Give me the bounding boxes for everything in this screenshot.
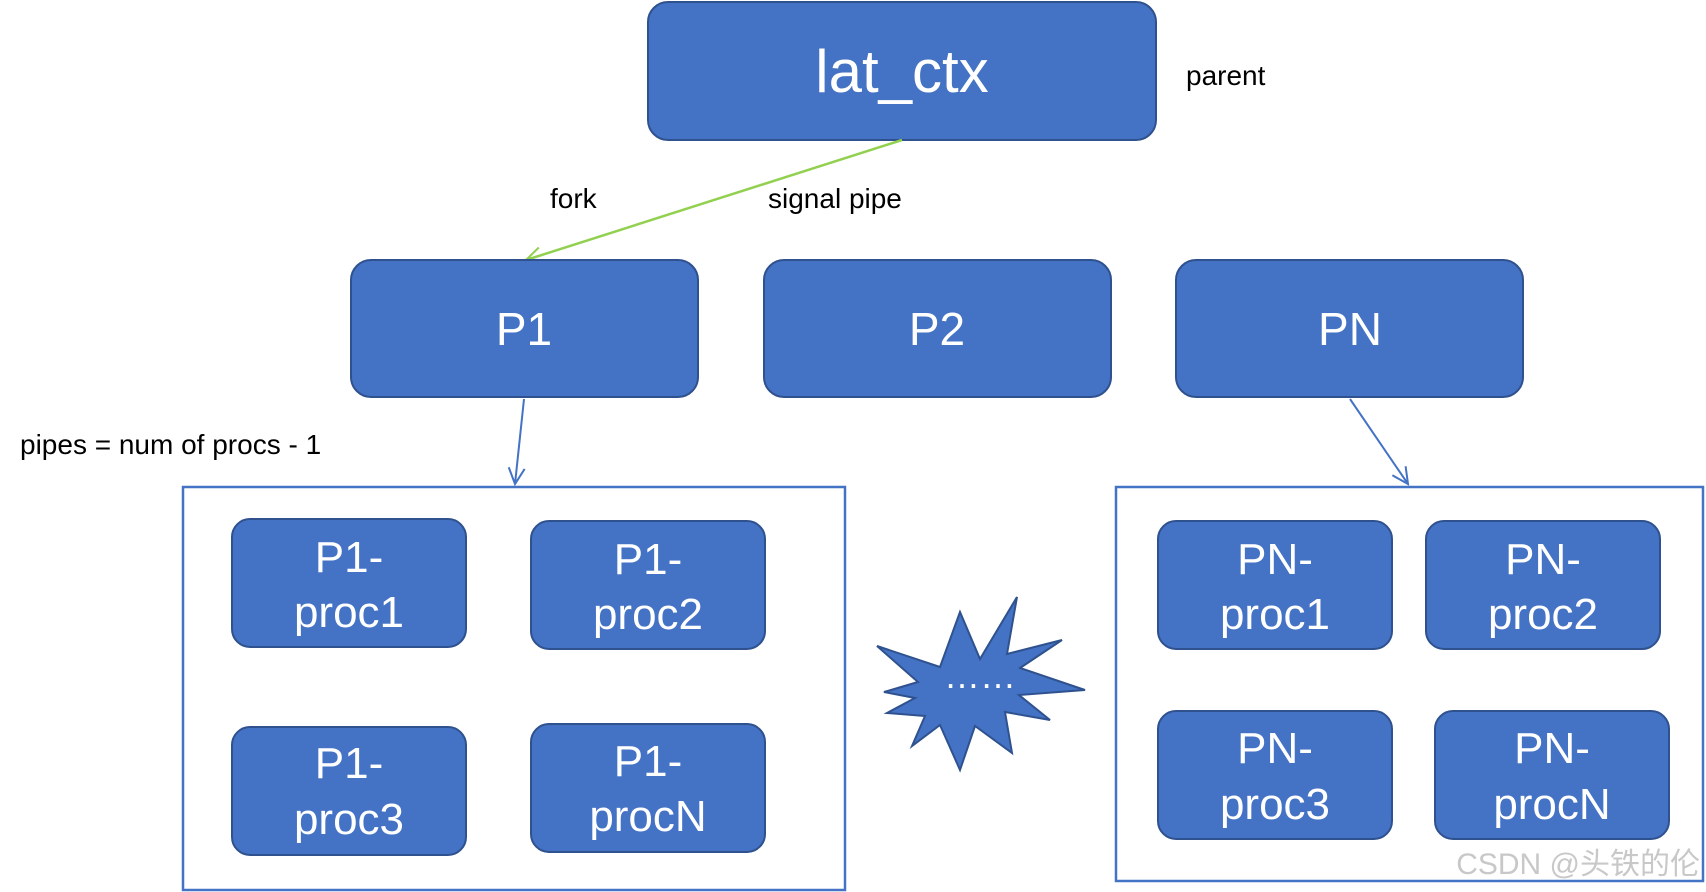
node-p1-proc3: P1- proc3 — [231, 726, 467, 856]
node-p2: P2 — [763, 259, 1112, 398]
p1-to-group-arrow — [515, 398, 524, 484]
node-p1-procN-line2: procN — [589, 792, 706, 841]
pipes-note-label: pipes = num of procs - 1 — [20, 429, 321, 460]
node-pn: PN — [1175, 259, 1524, 398]
node-pn-proc1-line1: PN- — [1237, 535, 1313, 584]
node-pn-proc2: PN- proc2 — [1425, 520, 1661, 650]
node-pn-procN: PN- procN — [1434, 710, 1670, 840]
node-p2-label: P2 — [909, 303, 965, 355]
node-p1-procN: P1- procN — [530, 723, 766, 853]
node-p1-proc1-line1: P1- — [315, 533, 383, 582]
p1-group-container — [181, 485, 847, 892]
node-pn-proc3-line2: proc3 — [1220, 780, 1330, 829]
pn-to-group-arrow — [1349, 398, 1408, 484]
node-p1: P1 — [350, 259, 699, 398]
fork-arrow — [526, 138, 903, 260]
node-pn-procN-line2: procN — [1493, 780, 1610, 829]
node-pn-procN-line1: PN- — [1514, 724, 1590, 773]
node-p1-proc2-line1: P1- — [614, 535, 682, 584]
node-p1-proc1: P1- proc1 — [231, 518, 467, 648]
pn-group-container — [1114, 485, 1705, 883]
node-p1-label: P1 — [496, 303, 552, 355]
node-pn-proc3-line1: PN- — [1237, 724, 1313, 773]
node-p1-proc3-line2: proc3 — [294, 795, 404, 844]
node-p1-procN-line1: P1- — [614, 737, 682, 786]
ellipsis-burst-icon: …… — [876, 596, 1086, 773]
parent-label: parent — [1186, 60, 1266, 91]
node-p1-proc1-line2: proc1 — [294, 588, 404, 637]
node-lat-ctx: lat_ctx — [647, 1, 1157, 141]
node-pn-proc2-line1: PN- — [1505, 535, 1581, 584]
node-pn-proc3: PN- proc3 — [1157, 710, 1393, 840]
burst-label: …… — [944, 655, 1016, 696]
node-p1-proc3-line1: P1- — [315, 739, 383, 788]
node-pn-proc1: PN- proc1 — [1157, 520, 1393, 650]
node-pn-proc2-line2: proc2 — [1488, 590, 1598, 639]
node-pn-label: PN — [1318, 303, 1382, 355]
signal-pipe-label: signal pipe — [768, 183, 902, 214]
node-p1-proc2-line2: proc2 — [593, 590, 703, 639]
node-p1-proc2: P1- proc2 — [530, 520, 766, 650]
watermark-label: CSDN @头铁的伦 — [1456, 848, 1700, 881]
node-lat-ctx-label: lat_ctx — [815, 38, 988, 105]
fork-label: fork — [550, 183, 598, 214]
node-pn-proc1-line2: proc1 — [1220, 590, 1330, 639]
